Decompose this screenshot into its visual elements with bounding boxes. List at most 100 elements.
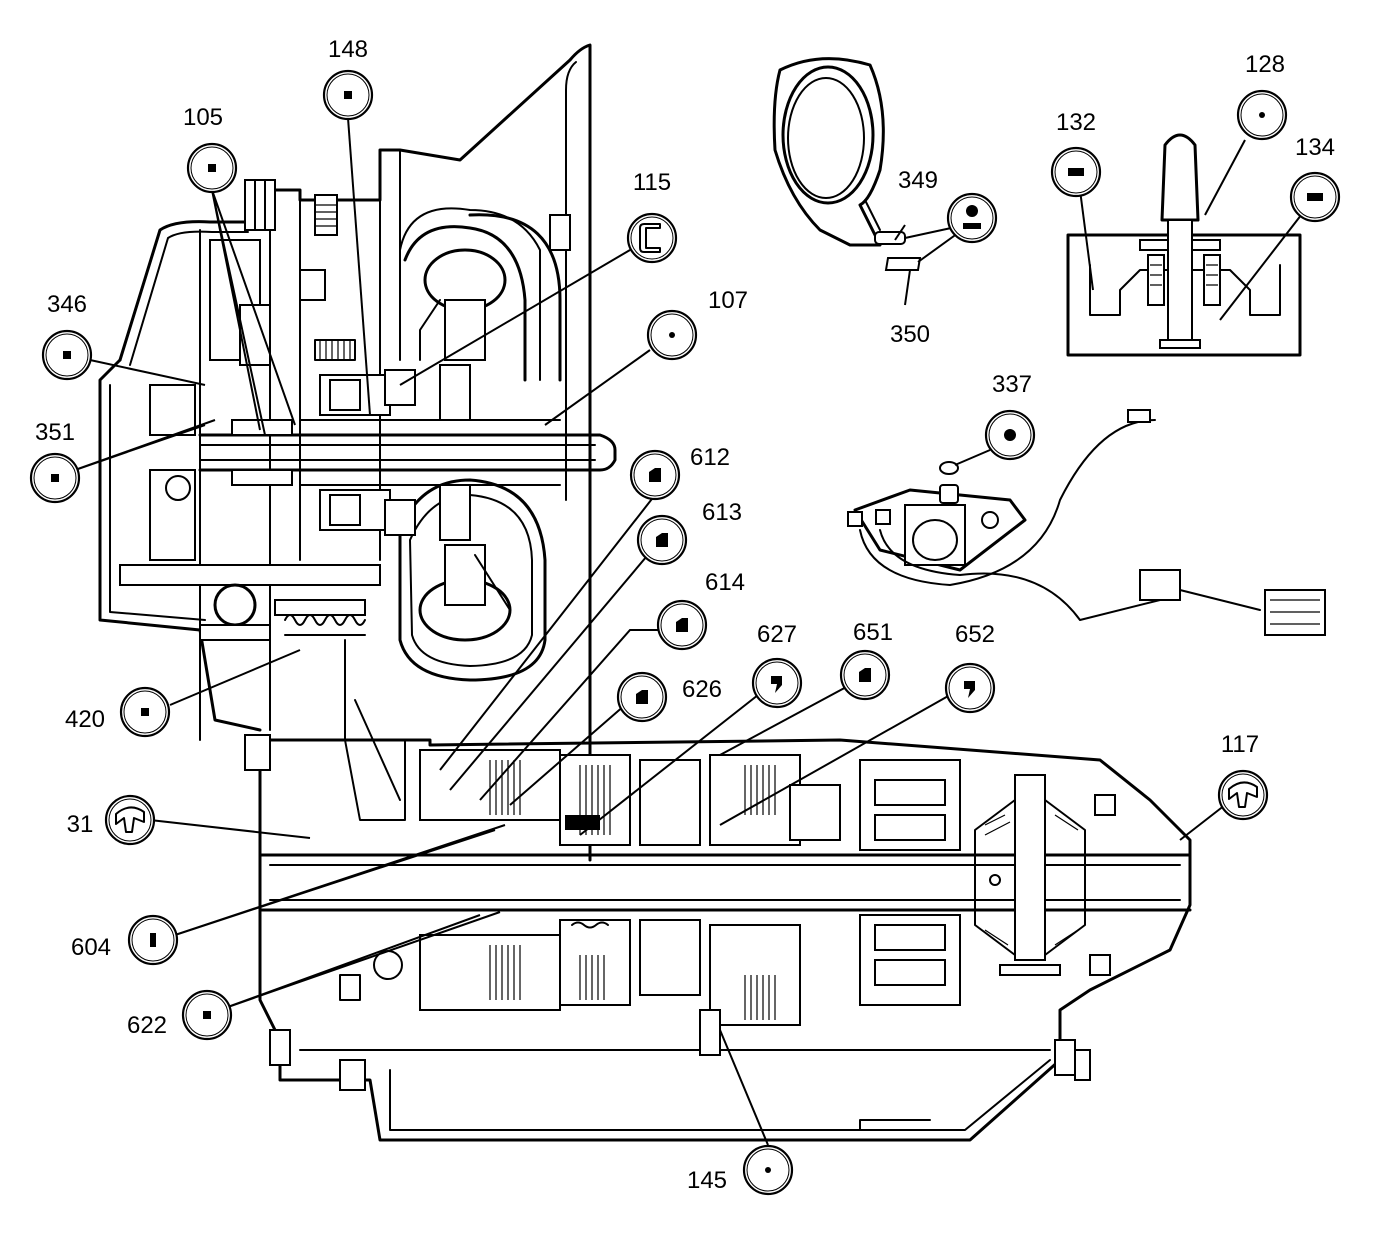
callout-145: 145	[687, 1144, 794, 1196]
rect-symbol-icon	[1068, 168, 1084, 176]
callout-number: 134	[1295, 134, 1335, 161]
callout-612: 612	[629, 444, 730, 501]
inset-valve-128-132-134	[1066, 133, 1302, 357]
corner-symbol-icon	[656, 533, 668, 547]
callout-626: 626	[616, 671, 722, 723]
callout-337: 337	[984, 371, 1036, 461]
callout-number: 132	[1056, 109, 1096, 136]
square-symbol-icon	[203, 1011, 211, 1019]
callout-604: 604	[71, 914, 179, 966]
callout-105: 105	[183, 104, 238, 194]
callout-circle	[626, 212, 678, 264]
callout-number: 612	[690, 444, 730, 471]
callout-circle-inner	[755, 661, 799, 705]
callout-circle-inner	[45, 333, 89, 377]
callout-number: 420	[65, 706, 105, 733]
callout-number: 105	[183, 104, 223, 131]
callout-circle-inner	[33, 456, 77, 500]
callout-613: 613	[636, 499, 742, 566]
input-shaft	[198, 419, 617, 486]
callout-132: 132	[1050, 109, 1102, 198]
callout-346: 346	[41, 291, 93, 381]
c-seal-symbol-icon	[639, 223, 661, 253]
callout-652: 652	[944, 621, 996, 714]
callout-circle-inner	[633, 453, 677, 497]
callout-number: 117	[1221, 731, 1259, 758]
callout-circle-inner	[123, 690, 167, 734]
callout-circle	[104, 794, 156, 846]
bar-symbol-icon	[963, 223, 981, 229]
callout-number: 652	[955, 621, 995, 648]
comma-symbol-icon	[964, 681, 975, 698]
callout-circle-inner	[640, 518, 684, 562]
callout-number: 622	[127, 1012, 167, 1039]
bar-symbol-icon	[150, 933, 156, 947]
callout-number: 346	[47, 291, 87, 318]
callout-number: 107	[708, 287, 748, 314]
callout-circle-inner	[950, 196, 994, 240]
callout-349: 349	[898, 167, 998, 244]
corner-symbol-icon	[859, 668, 871, 682]
callout-128: 128	[1236, 51, 1288, 141]
square-symbol-icon	[208, 164, 216, 172]
callout-number: 626	[682, 676, 722, 703]
callout-351: 351	[29, 419, 81, 504]
callout-number: 651	[853, 619, 893, 646]
callout-117: 117	[1217, 731, 1269, 821]
callout-number: 614	[705, 569, 745, 596]
corner-symbol-icon	[636, 690, 648, 704]
dot-symbol-icon	[966, 205, 978, 217]
output-shaft	[258, 774, 1192, 976]
callout-number: 351	[35, 419, 75, 446]
callout-31: 31	[67, 794, 156, 846]
comma-symbol-icon	[771, 676, 782, 693]
torque-converter	[398, 207, 562, 682]
callout-circle-inner	[630, 216, 674, 260]
callout-circle	[1217, 769, 1269, 821]
callout-circle-inner	[185, 993, 229, 1037]
callout-number: 31	[67, 811, 94, 838]
callout-number: 604	[71, 934, 111, 961]
callout-420: 420	[65, 686, 171, 738]
inset-ring-349-350	[772, 57, 966, 306]
callout-number: 115	[633, 169, 671, 196]
callout-627: 627	[751, 621, 803, 709]
callout-number: 613	[702, 499, 742, 526]
callout-circle-inner	[650, 313, 694, 357]
callout-circle-inner	[108, 798, 152, 842]
corner-symbol-icon	[676, 618, 688, 632]
callout-bubbles: 148 105 115 107 346 351 612 613 614 627 651 652 626 4…	[29, 36, 1341, 1196]
callout-circle-inner	[131, 918, 175, 962]
dot-symbol-icon	[765, 1167, 771, 1173]
lip-seal-symbol-icon	[1228, 781, 1258, 808]
callout-circle-inner	[746, 1148, 790, 1192]
callout-number: 148	[328, 36, 368, 63]
callout-circle-inner	[326, 73, 370, 117]
leader-lines	[74, 117, 1306, 1146]
callout-circle-inner	[1054, 150, 1098, 194]
callout-number: 627	[757, 621, 797, 648]
callout-651: 651	[839, 619, 893, 701]
callout-circle-inner	[988, 413, 1032, 457]
case-bolts	[269, 950, 1091, 1091]
callout-circle-inner	[1240, 93, 1284, 137]
callout-circle-inner	[620, 675, 664, 719]
square-symbol-icon	[344, 91, 352, 99]
callout-614: 614	[656, 569, 745, 651]
corner-symbol-icon	[649, 468, 661, 482]
callout-circle-inner	[190, 146, 234, 190]
callout-circle-inner	[1293, 175, 1337, 219]
case-outline	[98, 43, 1192, 1142]
callout-number: 128	[1245, 51, 1285, 78]
callout-148: 148	[322, 36, 374, 121]
pump-assembly	[119, 179, 571, 821]
large-dot-symbol-icon	[1004, 429, 1016, 441]
lip-seal-symbol-icon	[115, 806, 145, 833]
callout-circle-inner	[948, 666, 992, 710]
callout-number: 145	[687, 1167, 727, 1194]
clutch-packs	[419, 749, 961, 1056]
square-symbol-icon	[63, 351, 71, 359]
callout-350: 350	[890, 321, 930, 348]
square-symbol-icon	[141, 708, 149, 716]
